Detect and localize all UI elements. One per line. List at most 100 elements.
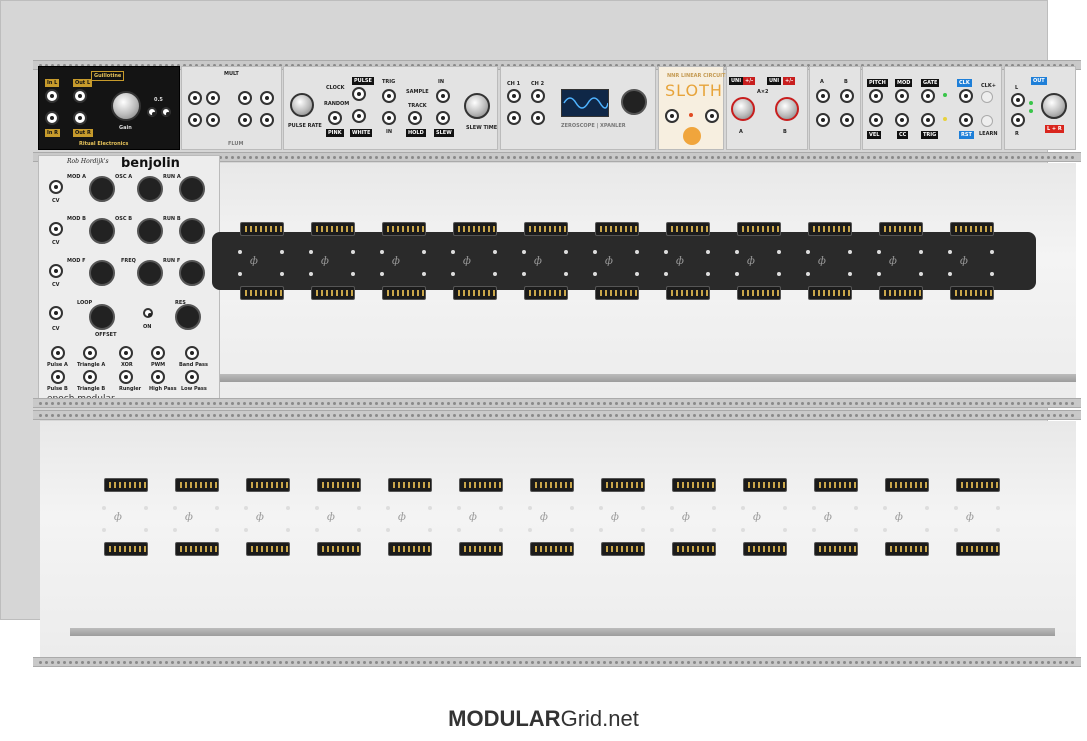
in-l-jack[interactable] — [45, 89, 59, 103]
mod-b-knob[interactable] — [89, 218, 115, 244]
freq-label: FREQ — [121, 258, 136, 264]
output-module[interactable]: OUT L R L + R — [1004, 66, 1076, 150]
slew-in-jack[interactable] — [436, 89, 450, 103]
sloth-module[interactable]: NNR LINEAR CIRCUITS SLOTH — [658, 66, 729, 150]
sloth-title: SLOTH — [665, 81, 723, 100]
rungler-jack[interactable] — [119, 370, 133, 384]
mult-jack-6[interactable] — [206, 113, 220, 127]
slew-jack[interactable] — [436, 111, 450, 125]
slew-time-knob[interactable] — [464, 93, 490, 119]
waveform-icon — [563, 97, 609, 109]
osc-b-knob[interactable] — [137, 218, 163, 244]
xor-jack[interactable] — [119, 346, 133, 360]
r-label: R — [1015, 131, 1019, 137]
freq-knob[interactable] — [137, 260, 163, 286]
busboard-connector: ф — [664, 478, 722, 556]
mult-jack-8[interactable] — [260, 113, 274, 127]
mult-jack-3[interactable] — [238, 91, 252, 105]
benjolin-title: benjolin — [121, 156, 180, 171]
cv-jack-4[interactable] — [49, 306, 63, 320]
mod-f-knob[interactable] — [89, 260, 115, 286]
out-r-jack[interactable] — [1011, 113, 1025, 127]
vel-jack[interactable] — [869, 113, 883, 127]
band-pass-jack[interactable] — [185, 346, 199, 360]
run-b-knob[interactable] — [179, 218, 205, 244]
vca-b-in-jack[interactable] — [840, 89, 854, 103]
rst-jack[interactable] — [959, 113, 973, 127]
vca-module[interactable]: A B — [809, 66, 861, 150]
knob-b[interactable] — [775, 97, 799, 121]
pwm-jack[interactable] — [151, 346, 165, 360]
loop-knob[interactable] — [89, 304, 115, 330]
ch1-in-jack[interactable] — [507, 89, 521, 103]
sloth-out-jack[interactable] — [665, 109, 679, 123]
pulse-rate-knob[interactable] — [290, 93, 314, 117]
gate-jack[interactable] — [921, 89, 935, 103]
mult-jack-1[interactable] — [188, 91, 202, 105]
cv-jack-2[interactable] — [49, 222, 63, 236]
run-f-knob[interactable] — [179, 260, 205, 286]
slew-tag: SLEW — [434, 129, 454, 137]
zeroscope-module[interactable]: CH 1 CH 2 ZEROSCOPE | XPANLER — [500, 66, 656, 150]
volume-knob[interactable] — [1041, 93, 1067, 119]
ch2-in-jack[interactable] — [531, 89, 545, 103]
mult-jack-7[interactable] — [238, 113, 252, 127]
on-switch[interactable] — [143, 308, 153, 318]
pitch-jack[interactable] — [869, 89, 883, 103]
middle-rail-1 — [33, 398, 1081, 408]
gain-knob[interactable] — [111, 91, 141, 121]
out-l-jack[interactable] — [1011, 93, 1025, 107]
ch2-out-jack[interactable] — [531, 111, 545, 125]
trig-jack[interactable] — [382, 89, 396, 103]
mod-a-knob[interactable] — [89, 176, 115, 202]
vca-a-out-jack[interactable] — [816, 113, 830, 127]
pulse-a-jack[interactable] — [51, 346, 65, 360]
triangle-a-jack[interactable] — [83, 346, 97, 360]
osc-a-knob[interactable] — [137, 176, 163, 202]
in-jack[interactable] — [382, 111, 396, 125]
pulse-b-jack[interactable] — [51, 370, 65, 384]
attenuverter-module[interactable]: UNI +/- UNI +/- A×2 A B — [726, 66, 808, 150]
mult-module[interactable]: MULT FLUM — [181, 66, 282, 150]
cv-jack-3[interactable] — [49, 264, 63, 278]
out-label-pulse-a: Pulse A — [47, 362, 68, 368]
noise-sh-module[interactable]: PULSE RATE CLOCK RANDOM PULSE PINK WHITE… — [283, 66, 498, 150]
mode-jack-2[interactable] — [161, 107, 171, 117]
b-label: B — [783, 129, 787, 135]
scope-knob[interactable] — [621, 89, 647, 115]
mult-jack-2[interactable] — [206, 91, 220, 105]
res-knob[interactable] — [175, 304, 201, 330]
vca-a-in-jack[interactable] — [816, 89, 830, 103]
run-a-knob[interactable] — [179, 176, 205, 202]
pulse-jack[interactable] — [352, 87, 366, 101]
guillotine-module[interactable]: Guillotine In L Out L Gain 0.5 In R Out … — [38, 66, 180, 150]
mult-jack-5[interactable] — [188, 113, 202, 127]
triangle-b-jack[interactable] — [83, 370, 97, 384]
vca-b-out-jack[interactable] — [840, 113, 854, 127]
clk-jack[interactable] — [959, 89, 973, 103]
clk-button[interactable] — [981, 91, 993, 103]
mult-jack-4[interactable] — [260, 91, 274, 105]
out-r-jack[interactable] — [73, 111, 87, 125]
white-jack-upper[interactable] — [352, 109, 366, 123]
mod-jack[interactable] — [895, 89, 909, 103]
benjolin-module[interactable]: Rob Hordijk's benjolin MOD A OSC A RUN A… — [38, 155, 220, 407]
out-l-jack[interactable] — [73, 89, 87, 103]
ch1-out-jack[interactable] — [507, 111, 521, 125]
trig-jack[interactable] — [921, 113, 935, 127]
mode-jack-1[interactable] — [147, 107, 157, 117]
vel-tag: VEL — [867, 131, 882, 139]
hold-jack[interactable] — [408, 111, 422, 125]
pink-jack[interactable] — [328, 111, 342, 125]
low-pass-jack[interactable] — [185, 370, 199, 384]
high-pass-jack[interactable] — [151, 370, 165, 384]
learn-button[interactable] — [981, 115, 993, 127]
in-r-jack[interactable] — [45, 111, 59, 125]
sloth-out2-jack[interactable] — [705, 109, 719, 123]
knob-a[interactable] — [731, 97, 755, 121]
on-label: ON — [143, 324, 152, 330]
cc-jack[interactable] — [895, 113, 909, 127]
cv-jack-1[interactable] — [49, 180, 63, 194]
benjolin-author: Rob Hordijk's — [67, 158, 109, 165]
midi-module[interactable]: PITCH MOD GATE CLK CLK+ VEL CC TRIG RST … — [862, 66, 1002, 150]
